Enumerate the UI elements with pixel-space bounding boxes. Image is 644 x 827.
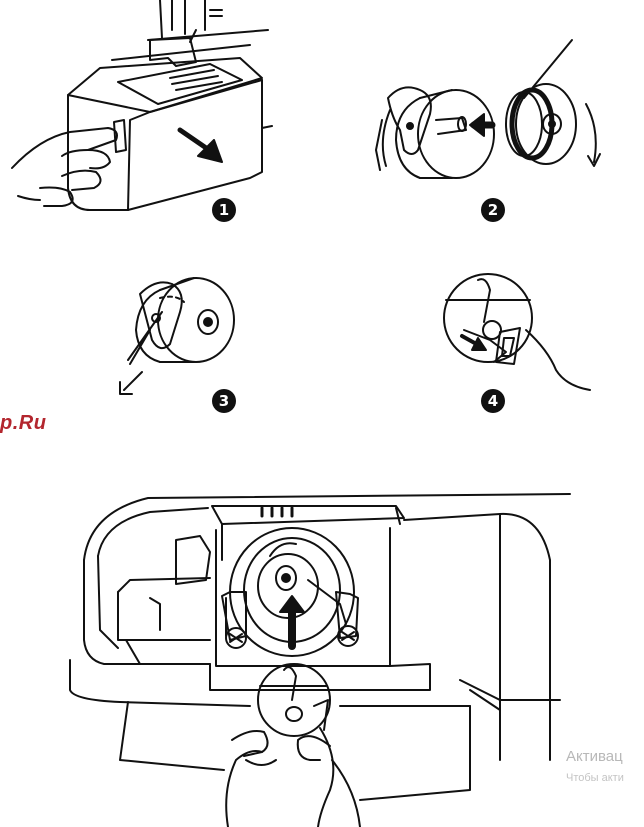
- site-watermark: p.Ru: [0, 412, 46, 435]
- activation-watermark-line2: Чтобы акти: [566, 772, 624, 784]
- step-3-number-badge: 3: [212, 389, 236, 413]
- step-4-number-badge: 4: [481, 389, 505, 413]
- activation-watermark-line1: Активац: [566, 748, 623, 765]
- step-1-number-badge: 1: [212, 198, 236, 222]
- step-2-number-badge: 2: [481, 198, 505, 222]
